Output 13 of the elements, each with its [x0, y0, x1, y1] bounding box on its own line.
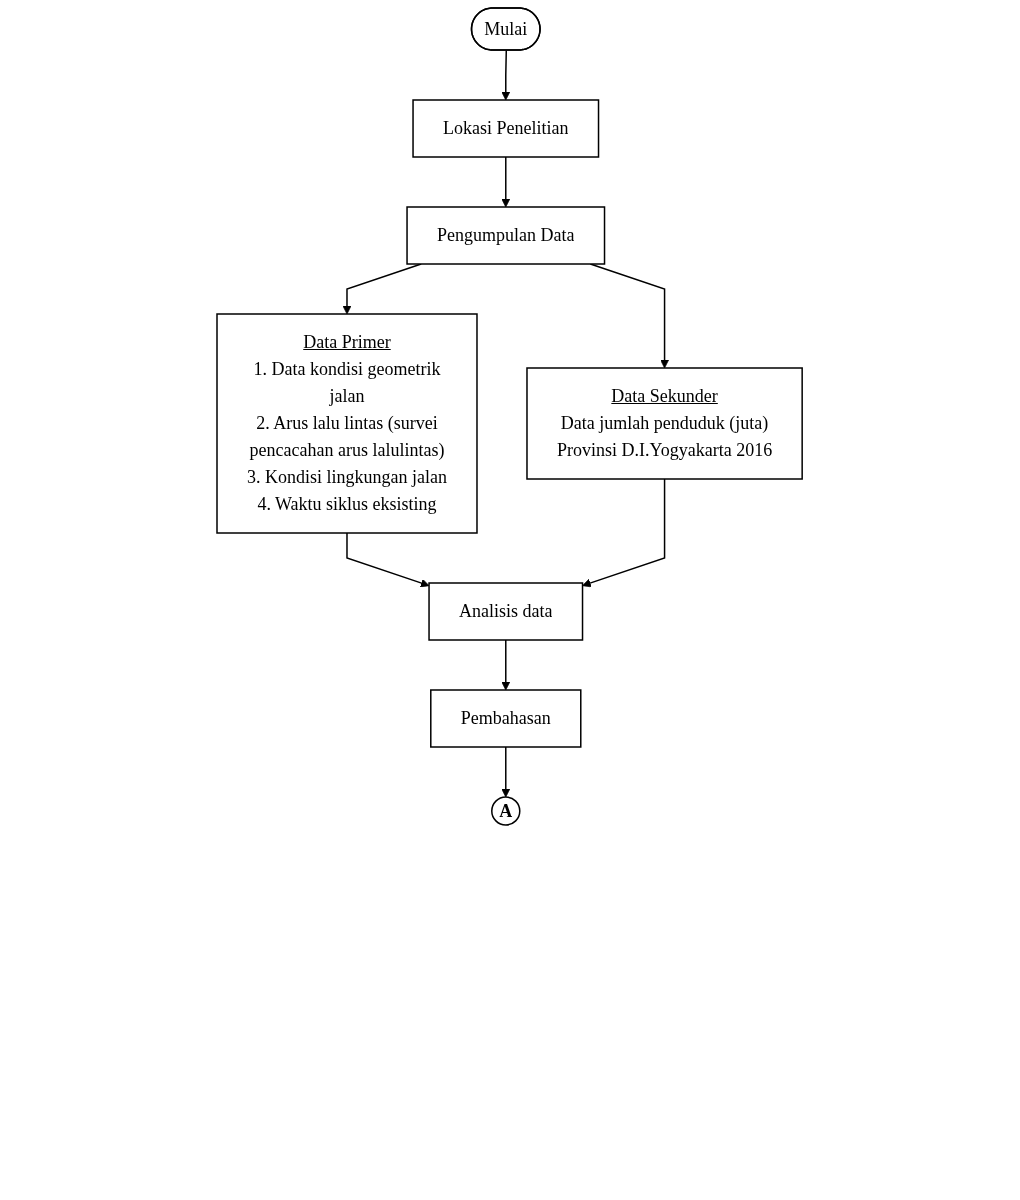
arrow: [501, 746, 511, 798]
node-box: Analisis data: [428, 582, 584, 641]
arrow: [582, 478, 666, 588]
arrow: [501, 49, 511, 101]
arrow: [501, 639, 511, 691]
node-box: Data Primer 1. Data kondisi geometrik jalan 2. Arus lalu lintas (survei pencacahan arus lalulintas) 3. Kondisi lingkungan jalan 4. Waktu siklus eksisting: [216, 313, 479, 534]
arrow: [501, 156, 511, 208]
node-box: Pengumpulan Data: [406, 206, 606, 265]
node-box: Pembahasan: [430, 689, 582, 748]
node-box: Lokasi Penelitian: [412, 99, 600, 158]
arrow: [346, 532, 430, 588]
node-box: Data Sekunder Data jumlah penduduk (juta) Provinsi D.I.Yogyakarta 2016: [526, 367, 804, 480]
node-circle: A: [491, 796, 521, 826]
